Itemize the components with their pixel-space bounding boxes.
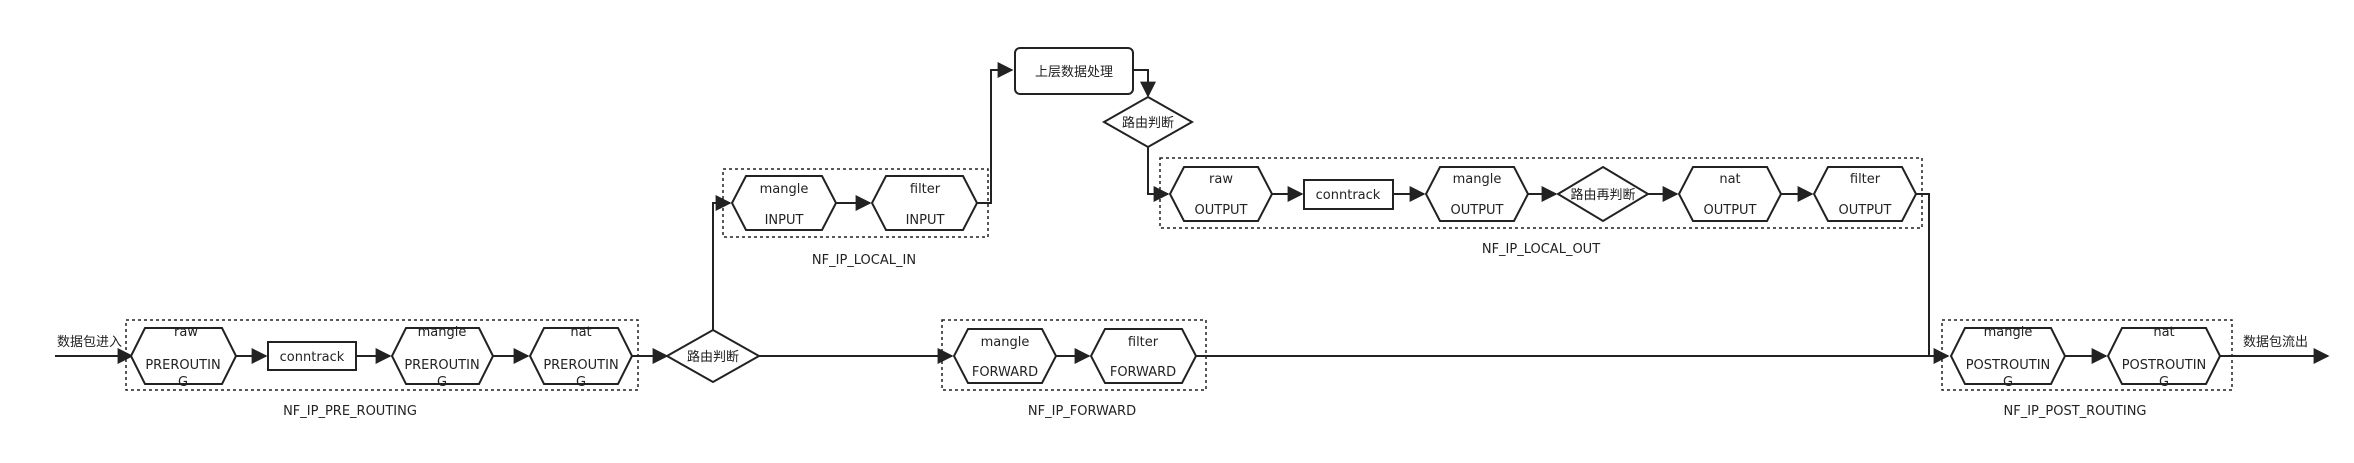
node-fwd-mangle-chain: FORWARD [972, 365, 1038, 380]
edge-upper-route2 [1133, 69, 1156, 98]
node-route-decision-2-shape [1101, 95, 1195, 149]
edge-in-filter-upper [977, 62, 1014, 204]
node-pre-nat-chain-cont: G [576, 375, 586, 390]
edge-out-filter-down [1916, 193, 1930, 356]
node-out-filter-shape [1812, 166, 1918, 222]
node-out-conntrack: conntrack [1303, 179, 1394, 210]
node-pre-conntrack-label: conntrack [280, 350, 345, 365]
node-in-mangle: mangle INPUT [730, 175, 838, 231]
node-pre-raw-shape [129, 327, 238, 385]
node-fwd-filter-title: filter [1128, 335, 1159, 350]
node-out-raw: raw OUTPUT [1168, 166, 1274, 222]
node-fwd-filter-chain: FORWARD [1110, 365, 1176, 380]
node-out-nat-chain: OUTPUT [1704, 203, 1757, 218]
node-out-mangle-title: mangle [1453, 172, 1502, 187]
node-out-conntrack-shape [1303, 179, 1394, 210]
label-group-pre-routing: NF_IP_PRE_ROUTING [283, 404, 417, 419]
node-out-filter-chain: OUTPUT [1839, 203, 1892, 218]
node-fwd-filter-shape [1089, 328, 1198, 384]
node-fwd-mangle-shape [952, 328, 1058, 384]
node-fwd-mangle: mangle FORWARD [952, 328, 1058, 384]
node-route-decision-2: 路由判断 [1101, 95, 1195, 149]
node-pre-mangle-shape [390, 327, 495, 385]
node-pre-mangle-chain: PREROUTIN [404, 358, 479, 373]
node-out-raw-chain: OUTPUT [1195, 203, 1248, 218]
label-packet-in: 数据包进入 [57, 335, 122, 350]
node-out-mangle-shape [1424, 166, 1530, 222]
node-post-mangle-chain-cont: G [2003, 375, 2013, 390]
node-route-decision-2-label: 路由判断 [1122, 115, 1174, 131]
node-upper-processing: 上层数据处理 [1014, 47, 1134, 95]
node-out-raw-shape [1168, 166, 1274, 222]
node-post-mangle-title: mangle [1984, 325, 2033, 340]
node-reroute-decision-shape [1556, 165, 1650, 223]
node-pre-mangle: mangle PREROUTIN G [390, 325, 495, 390]
node-out-mangle: mangle OUTPUT [1424, 166, 1530, 222]
node-pre-conntrack-shape [267, 341, 357, 371]
node-pre-raw: raw PREROUTIN G [129, 325, 238, 390]
node-out-nat: nat OUTPUT [1677, 166, 1783, 222]
node-out-nat-title: nat [1719, 172, 1740, 187]
node-route-decision-label: 路由判断 [687, 349, 739, 365]
node-pre-mangle-chain-cont: G [437, 375, 447, 390]
node-in-mangle-title: mangle [760, 182, 809, 197]
label-group-post-routing: NF_IP_POST_ROUTING [2004, 404, 2147, 419]
node-post-nat: nat POSTROUTIN G [2106, 325, 2222, 390]
node-post-nat-chain-cont: G [2159, 375, 2169, 390]
node-pre-raw-title: raw [174, 325, 198, 340]
label-group-forward: NF_IP_FORWARD [1028, 404, 1136, 419]
node-upper-processing-label: 上层数据处理 [1035, 65, 1113, 80]
node-post-mangle: mangle POSTROUTIN G [1949, 325, 2067, 390]
node-route-decision: 路由判断 [664, 328, 762, 384]
node-in-mangle-shape [730, 175, 838, 231]
label-packet-out: 数据包流出 [2243, 335, 2308, 350]
edge-route2-output [1147, 146, 1170, 202]
node-in-mangle-chain: INPUT [765, 213, 804, 228]
node-route-decision-shape [664, 328, 762, 384]
node-in-filter-chain: INPUT [906, 213, 945, 228]
node-pre-nat-chain: PREROUTIN [543, 358, 618, 373]
node-reroute-decision: 路由再判断 [1556, 165, 1650, 223]
node-pre-raw-chain-cont: G [178, 375, 188, 390]
node-out-filter: filter OUTPUT [1812, 166, 1918, 222]
node-out-nat-shape [1677, 166, 1783, 222]
node-reroute-decision-label: 路由再判断 [1570, 187, 1635, 203]
node-post-mangle-shape [1949, 327, 2067, 385]
node-fwd-filter: filter FORWARD [1089, 328, 1198, 384]
node-out-raw-title: raw [1209, 172, 1233, 187]
node-fwd-mangle-title: mangle [981, 335, 1030, 350]
node-pre-nat: nat PREROUTIN G [528, 325, 634, 390]
node-post-nat-shape [2106, 327, 2222, 385]
label-group-local-out: NF_IP_LOCAL_OUT [1482, 242, 1600, 257]
node-pre-mangle-title: mangle [418, 325, 467, 340]
node-post-nat-title: nat [2153, 325, 2174, 340]
node-out-filter-title: filter [1850, 172, 1881, 187]
node-post-nat-chain: POSTROUTIN [2122, 358, 2207, 373]
node-post-mangle-chain: POSTROUTIN [1966, 358, 2051, 373]
node-upper-processing-shape [1014, 47, 1134, 95]
node-pre-nat-shape [528, 327, 634, 385]
node-in-filter: filter INPUT [870, 175, 979, 231]
node-in-filter-shape [870, 175, 979, 231]
node-out-mangle-chain: OUTPUT [1451, 203, 1504, 218]
node-pre-nat-title: nat [570, 325, 591, 340]
label-group-local-in: NF_IP_LOCAL_IN [812, 253, 916, 268]
node-pre-conntrack: conntrack [267, 341, 357, 371]
node-pre-raw-chain: PREROUTIN [145, 358, 220, 373]
node-in-filter-title: filter [910, 182, 941, 197]
node-out-conntrack-label: conntrack [1316, 188, 1381, 203]
edge-route-to-input [712, 195, 732, 330]
